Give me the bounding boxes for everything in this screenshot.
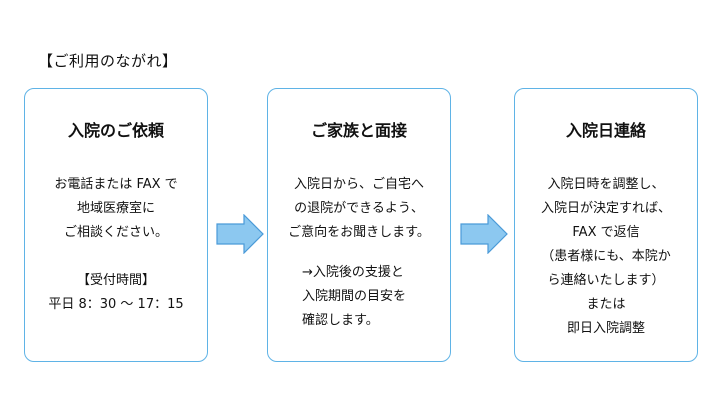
step-body-line: または	[586, 297, 626, 312]
reception-hours-label: 【受付時間】	[76, 273, 155, 288]
right-arrow-icon	[216, 214, 264, 254]
step-body-line: FAX で返信	[572, 225, 640, 240]
reception-hours: 平日 8：30 〜 17：15	[48, 297, 184, 312]
step-body-line: 入院日時を調整し、	[547, 177, 665, 192]
step-note-line: 確認します。	[302, 313, 379, 328]
step-card-family-interview: ご家族と面接 入院日から、ご自宅へ の退院ができるよう、 ご意向をお聞きします。…	[267, 88, 451, 362]
step-body-line: 即日入院調整	[566, 321, 645, 336]
section-title: 【ご利用のながれ】	[38, 52, 178, 70]
right-arrow-icon	[460, 214, 508, 254]
step-body-line: 入院日から、ご自宅へ	[293, 177, 424, 192]
step-body-line: 入院日が決定すれば、	[540, 201, 671, 216]
step-body-line: ら連絡いたします）	[547, 273, 665, 288]
step-body-line: お電話または FAX で	[54, 177, 178, 192]
step-body-line: の退院ができるよう、	[294, 201, 424, 216]
step-note-line: →入院後の支援と	[302, 265, 404, 280]
step-body-line: ご相談ください。	[63, 225, 168, 240]
step-title: 入院日連絡	[565, 121, 646, 140]
step-title: ご家族と面接	[310, 121, 407, 140]
step-body-line: （患者様にも、本院か	[541, 249, 671, 264]
step-card-admission-date: 入院日連絡 入院日時を調整し、 入院日が決定すれば、 FAX で返信 （患者様に…	[514, 88, 698, 362]
step-body-line: ご意向をお聞きします。	[288, 225, 430, 240]
step-note-line: 入院期間の目安を	[302, 289, 407, 304]
step-title: 入院のご依頼	[67, 121, 164, 140]
step-card-request: 入院のご依頼 お電話または FAX で 地域医療室に ご相談ください。 【受付時…	[24, 88, 208, 362]
step-body-line: 地域医療室に	[76, 201, 155, 216]
